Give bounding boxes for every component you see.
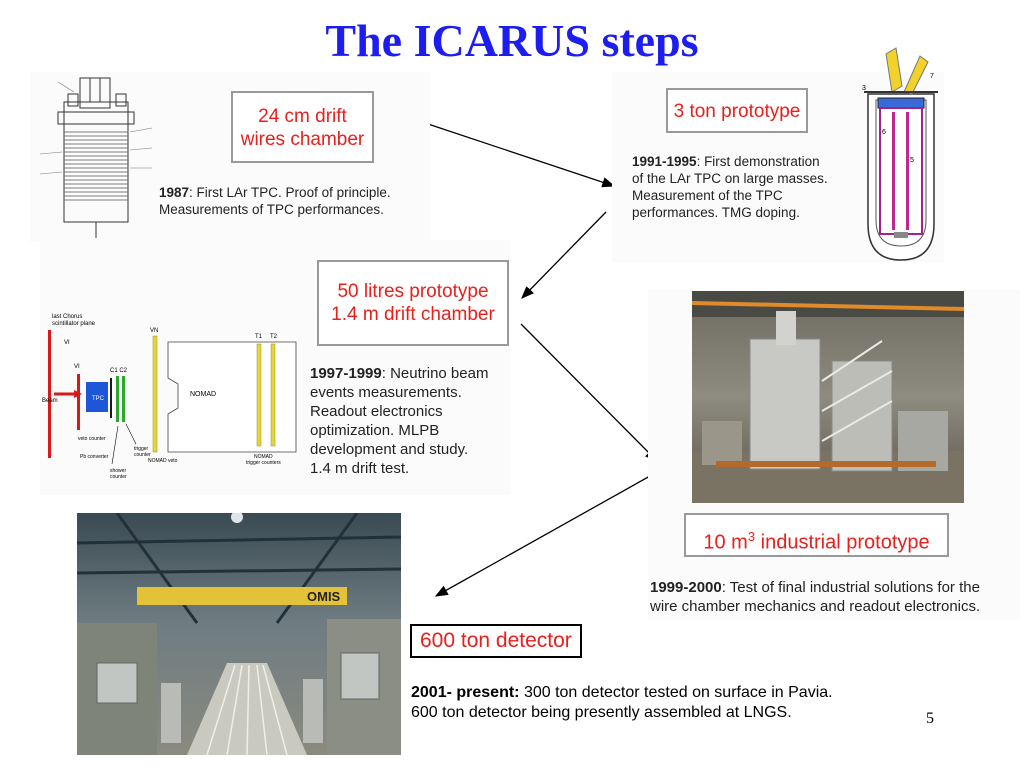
desc-1999-line2: wire chamber mechanics and readout elect… — [650, 598, 981, 615]
arrow-4 — [434, 475, 651, 597]
label-veto: veto counter — [78, 436, 106, 442]
box-10m3-post: industrial prototype — [755, 531, 930, 554]
arrow-3 — [520, 323, 658, 462]
desc-1997-line3: Readout electronics — [310, 403, 443, 420]
detector-hall-image: OMIS — [77, 513, 401, 755]
desc-1997-line4: optimization. MLPB — [310, 422, 440, 439]
box-3ton: 3 ton prototype — [666, 88, 808, 133]
step-1997-desc: 1997-1999: Neutrino beam events measurem… — [310, 364, 488, 478]
label-t2: T2 — [270, 334, 278, 340]
desc-2001-line2: 600 ton detector being presently assembl… — [411, 704, 792, 721]
box-3ton-line1: 3 ton prototype — [673, 101, 801, 122]
year-1991: 1991-1995 — [632, 154, 697, 169]
year-1999: 1999-2000 — [650, 579, 722, 596]
box-600ton: 600 ton detector — [410, 624, 582, 658]
step-1991-desc: 1991-1995: First demonstration of the LA… — [632, 153, 828, 221]
box-50l-line2: 1.4 m drift chamber — [331, 304, 495, 325]
drift-chamber-drawing — [39, 77, 153, 238]
desc-1987-line1: : First LAr TPC. Proof of principle. — [189, 185, 391, 200]
box-50litres: 50 litres prototype 1.4 m drift chamber — [317, 260, 509, 346]
label-shower2: counter — [110, 474, 127, 480]
box-50l-line1: 50 litres prototype — [337, 281, 489, 302]
desc-1997-line5: development and study. — [310, 441, 469, 458]
detector-hall-photo: OMIS — [77, 513, 401, 755]
desc-1991-line2: of the LAr TPC on large masses. — [632, 171, 828, 186]
step-1987-desc: 1987: First LAr TPC. Proof of principle.… — [159, 184, 391, 218]
nomad-beam-schematic: last Chorus scintillator plane VI VI Bea… — [42, 314, 297, 480]
box-24cm-drift: 24 cm drift wires chamber — [231, 91, 374, 163]
step-2001-desc: 2001- present: 300 ton detector tested o… — [411, 683, 833, 723]
desc-1997-line2: events measurements. — [310, 384, 462, 401]
label-v1: VI — [64, 340, 70, 346]
svg-text:7: 7 — [930, 73, 934, 80]
year-1997: 1997-1999 — [310, 365, 382, 382]
year-2001: 2001- present: — [411, 684, 520, 701]
desc-1999-line1: : Test of final industrial solutions for… — [721, 579, 980, 596]
label-nomad: NOMAD — [190, 391, 216, 398]
svg-text:3: 3 — [862, 85, 866, 92]
desc-2001-line1: 300 ton detector tested on surface in Pa… — [519, 684, 833, 701]
label-chorus2: scintillator plane — [52, 321, 96, 327]
label-trigger: trigger — [134, 446, 149, 452]
industrial-prototype-photo — [692, 291, 964, 503]
label-nomad-veto: NOMAD veto — [148, 458, 178, 464]
desc-1991-line3: Measurement of the TPC — [632, 188, 783, 203]
label-trigger2: counter — [134, 452, 151, 458]
box-24cm-line2: wires chamber — [240, 129, 365, 150]
label-c1c2: C1 C2 — [110, 368, 128, 374]
label-nomad-trig2: trigger counters — [246, 460, 281, 466]
year-1987: 1987 — [159, 185, 190, 200]
desc-1987-line2: Measurements of TPC performances. — [159, 202, 384, 217]
step-1999-desc: 1999-2000: Test of final industrial solu… — [650, 578, 980, 616]
box-10m3-pre: 10 m — [703, 531, 748, 554]
svg-text:5: 5 — [910, 157, 914, 164]
industrial-hall-image — [692, 291, 964, 503]
label-pb: Pb converter — [80, 454, 109, 460]
desc-1991-line4: performances. TMG doping. — [632, 205, 800, 220]
cryostat-drawing: 6 5 3 7 — [862, 47, 938, 261]
svg-text:6: 6 — [882, 129, 886, 136]
box-24cm-line1: 24 cm drift — [258, 106, 347, 127]
label-nomad-trig: NOMAD — [254, 454, 273, 460]
desc-1991-line1: : First demonstration — [696, 154, 820, 169]
desc-1997-line1: : Neutrino beam — [381, 365, 489, 382]
label-shower: shower — [110, 468, 126, 474]
page-title: The ICARUS steps — [325, 15, 699, 66]
desc-1997-line6: 1.4 m drift test. — [310, 460, 410, 477]
page-number: 5 — [926, 710, 934, 727]
label-v1b: VI — [74, 364, 80, 370]
label-tpc: TPC — [92, 396, 105, 402]
label-beam: Beam — [42, 398, 58, 404]
label-t1: T1 — [255, 334, 263, 340]
box-10m3-sup: 3 — [747, 529, 756, 544]
chorus-plane — [48, 330, 51, 458]
arrow-2 — [521, 211, 607, 299]
label-vn: VN — [150, 328, 158, 334]
box-10m3: 10 m3 industrial prototype — [684, 513, 949, 557]
label-chorus: last Chorus — [52, 314, 82, 320]
crane-sign: OMIS — [307, 589, 341, 604]
